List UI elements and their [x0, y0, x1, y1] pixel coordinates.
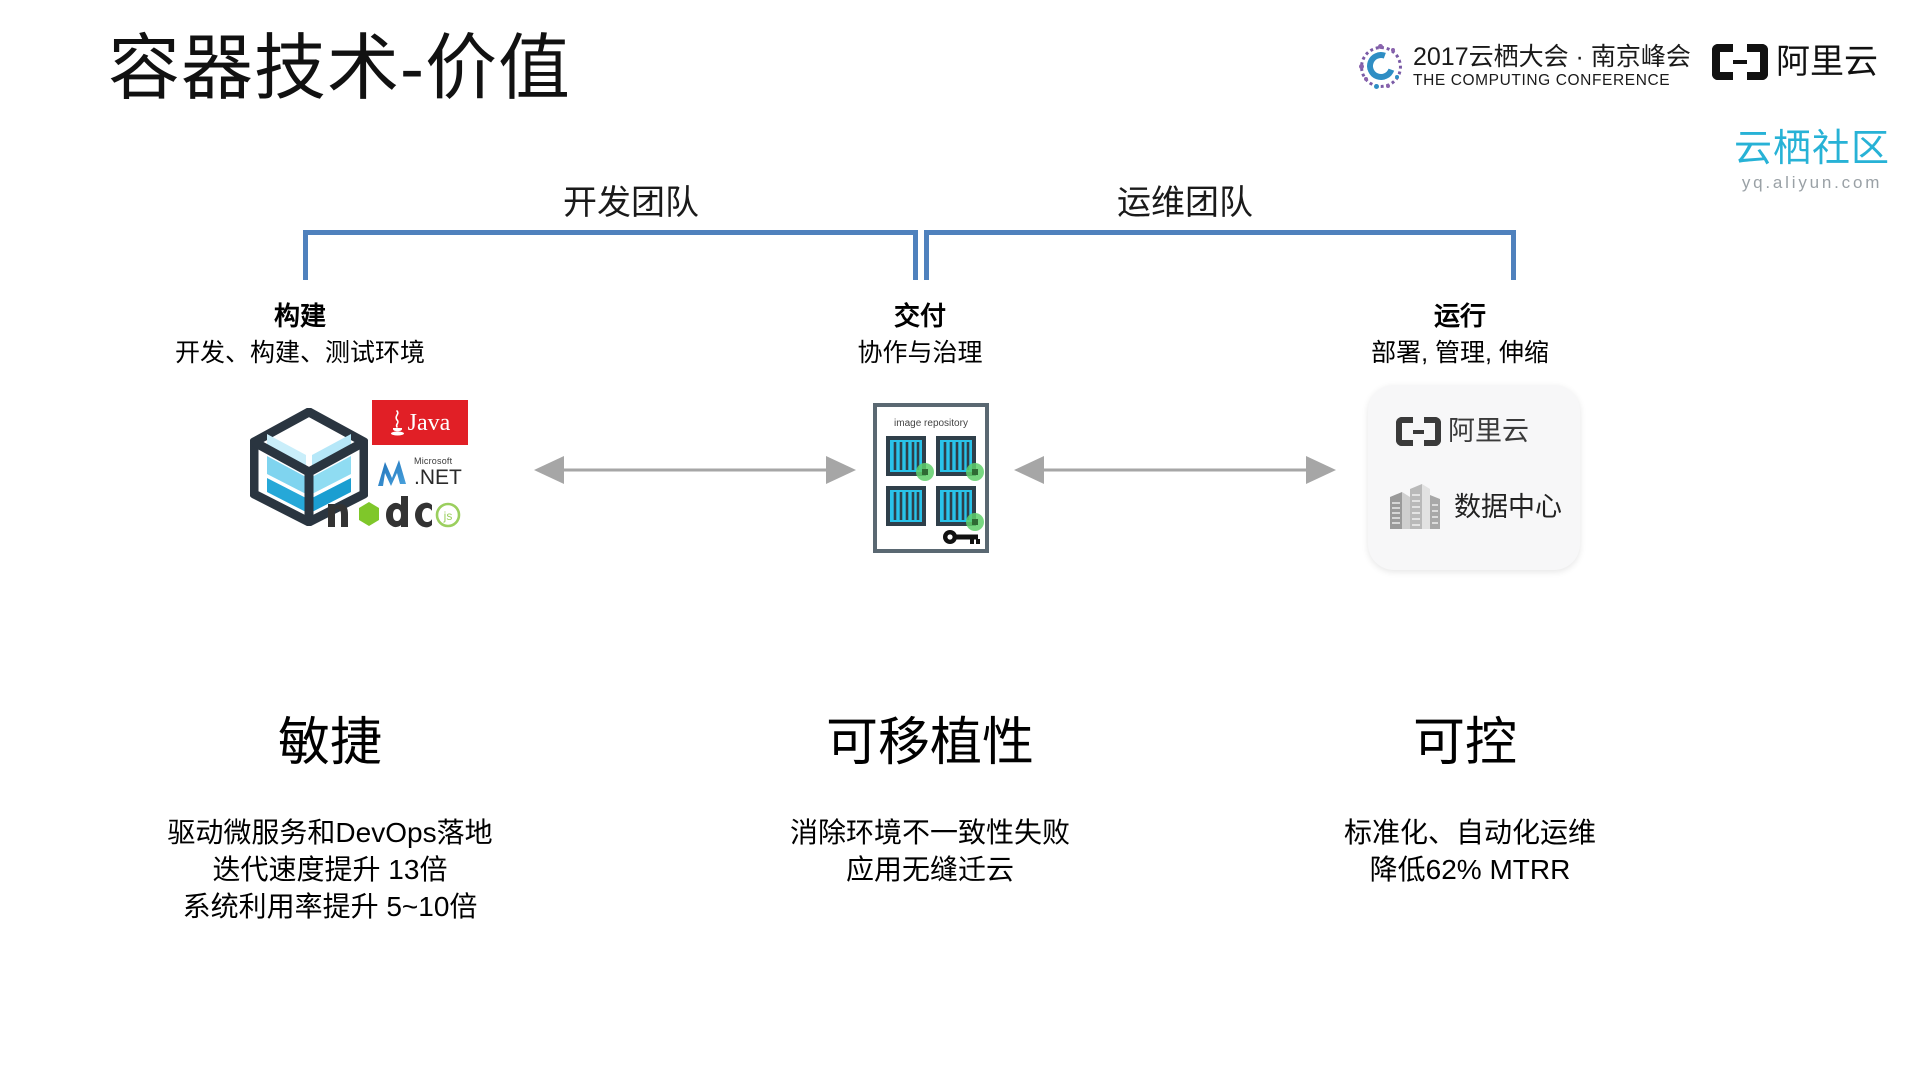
java-steam-icon — [390, 409, 405, 437]
build-artwork: Java Microsoft .NET — [250, 400, 470, 540]
stage-title-build: 构建 — [273, 301, 326, 331]
yunqi-community-logo: 云栖社区 yq.aliyun.com — [1712, 130, 1912, 193]
value-line: 系统利用率提升 5~10倍 — [182, 890, 478, 922]
bracket-ops-team — [924, 230, 1516, 280]
card-datacenter-row: 数据中心 — [1388, 483, 1562, 531]
value-heading-control: 可控 — [1412, 714, 1517, 772]
value-body-agility: 驱动微服务和DevOps落地 迭代速度提升 13倍 系统利用率提升 5~10倍 — [120, 815, 540, 926]
double-arrow-build-deliver-icon — [530, 450, 860, 490]
run-artwork-card: 阿里云 — [1368, 385, 1580, 570]
yunqi-community-url: yq.aliyun.com — [1741, 173, 1883, 192]
stage-subtitle-run: 部署, 管理, 伸缩 — [1371, 339, 1549, 367]
team-label-ops: 运维团队 — [1117, 184, 1253, 222]
computing-conference-mark-icon — [1358, 44, 1404, 90]
dotnet-logo-label: .NET — [414, 466, 462, 489]
container-cube-icon — [250, 408, 368, 526]
value-heading-portability: 可移植性 — [825, 714, 1034, 772]
bracket-dev-team — [303, 230, 918, 280]
dotnet-logo: Microsoft .NET — [376, 452, 472, 488]
key-icon — [943, 530, 980, 544]
svg-text:image repository: image repository — [894, 418, 968, 429]
aliyun-logo-label: 阿里云 — [1776, 43, 1878, 81]
value-heading-agility: 敏捷 — [277, 714, 382, 772]
stage-subtitle-build: 开发、构建、测试环境 — [174, 339, 425, 367]
team-label-dev: 开发团队 — [563, 184, 699, 222]
value-line: 迭代速度提升 13倍 — [212, 853, 448, 885]
conference-logo: 2017云栖大会 · 南京峰会 THE COMPUTING CONFERENCE — [1358, 44, 1691, 90]
card-datacenter-label: 数据中心 — [1454, 491, 1562, 522]
aliyun-logo: 阿里云 — [1712, 44, 1878, 80]
double-arrow-deliver-run-icon — [1010, 450, 1340, 490]
aliyun-bracket-icon — [1712, 44, 1768, 80]
value-body-portability: 消除环境不一致性失败 应用无缝迁云 — [715, 815, 1145, 889]
card-aliyun-label: 阿里云 — [1448, 416, 1529, 446]
value-body-control: 标准化、自动化运维 降低62% MTRR — [1275, 815, 1665, 889]
java-logo-label: Java — [407, 409, 451, 436]
java-logo: Java — [372, 400, 468, 445]
stage-title-deliver: 交付 — [893, 301, 946, 331]
stage-subtitle-deliver: 协作与治理 — [857, 339, 983, 367]
value-line: 消除环境不一致性失败 — [789, 817, 1070, 848]
aliyun-bracket-icon — [1396, 417, 1441, 446]
value-line: 驱动微服务和DevOps落地 — [167, 817, 493, 848]
dotnet-vendor-label: Microsoft — [414, 456, 453, 466]
conference-subtitle: THE COMPUTING CONFERENCE — [1413, 72, 1671, 90]
datacenter-icon — [1388, 483, 1444, 531]
dotnet-swoosh-icon — [376, 456, 412, 488]
image-repository-icon: image repository — [872, 402, 990, 554]
value-line: 应用无缝迁云 — [845, 853, 1014, 885]
nodejs-logo: js — [322, 494, 462, 530]
value-line: 标准化、自动化运维 — [1343, 817, 1596, 848]
card-aliyun-logo: 阿里云 — [1396, 417, 1529, 446]
conference-name: 2017云栖大会 · 南京峰会 — [1413, 43, 1691, 72]
stage-title-run: 运行 — [1433, 301, 1486, 331]
value-line: 降低62% MTRR — [1369, 853, 1571, 885]
page-title: 容器技术-价值 — [108, 29, 571, 109]
yunqi-community-label: 云栖社区 — [1733, 128, 1890, 170]
svg-text:js: js — [443, 509, 453, 523]
